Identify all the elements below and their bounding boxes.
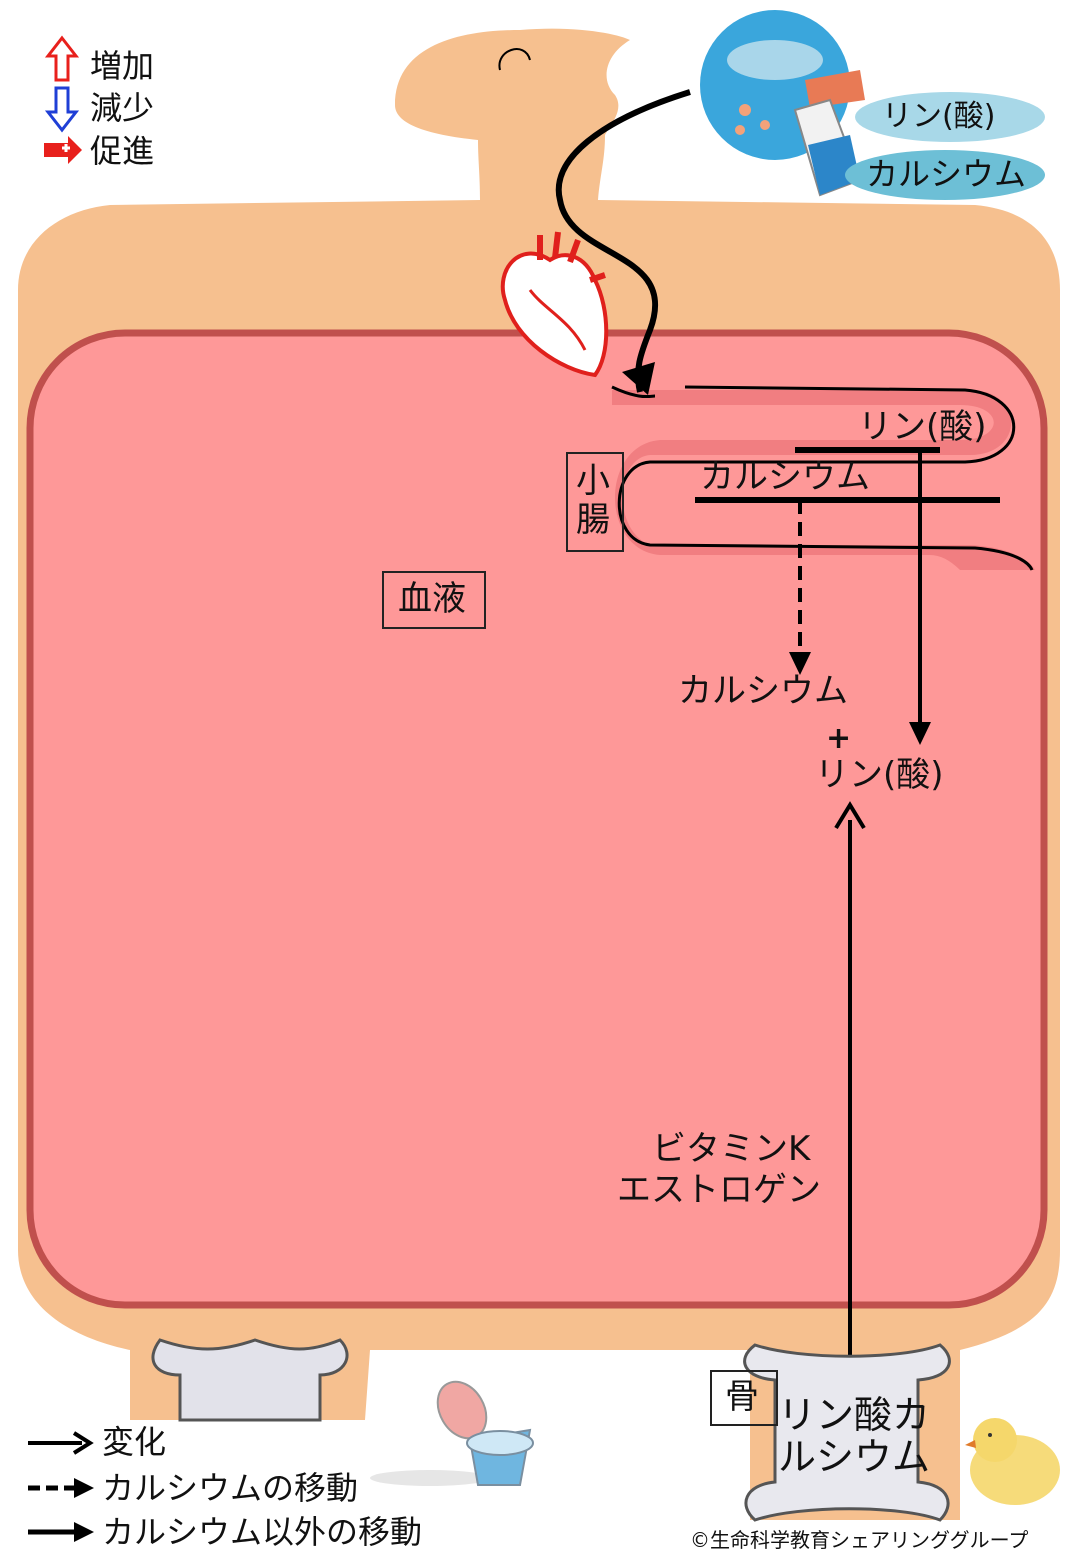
food-calcium-label: カルシウム — [866, 155, 1027, 193]
blood-label-box: 血液 — [382, 571, 486, 629]
bone-content-line1: リン酸カ — [778, 1393, 931, 1437]
vitamin-k-label: ビタミンK — [652, 1129, 811, 1169]
small-intestine-label-box: 小 腸 — [566, 452, 624, 552]
toilet-icon — [370, 1380, 534, 1486]
blood-phosphate-label: リン(酸) — [815, 755, 944, 795]
small-intestine-label: 小 腸 — [576, 461, 610, 541]
intestine-calcium-label: カルシウム — [700, 457, 870, 497]
estrogen-label: エストロゲン — [617, 1170, 821, 1210]
legend-decrease-label: 減少 — [90, 89, 155, 127]
mouth-mark — [498, 48, 531, 71]
blood-plus-sign: + — [826, 721, 852, 756]
legend-other-move-label: カルシウム以外の移動 — [102, 1513, 423, 1551]
legend-solid-arrow — [28, 1522, 94, 1542]
ingestion-arrowhead — [622, 362, 655, 395]
food-icon — [700, 10, 865, 197]
up-arrow-icon — [44, 35, 80, 82]
bone-shape — [743, 1343, 951, 1522]
food-phosphate-label: リン(酸) — [882, 99, 996, 134]
legend-double-arrow — [28, 1431, 94, 1455]
intestine-phosphate-label: リン(酸) — [858, 407, 987, 447]
legend-promote-label: 促進 — [90, 132, 155, 170]
blood-region — [26, 329, 1048, 1309]
copyright-text: ©生命科学教育シェアリンググループ — [690, 1528, 1029, 1552]
bone-label-box: 骨 — [710, 1370, 778, 1426]
small-intestine-shape — [611, 385, 1035, 571]
ingestion-arrow — [555, 89, 691, 393]
bone-label: 骨 — [725, 1377, 759, 1417]
legend-increase-label: 増加 — [90, 47, 155, 85]
left-bone-shape — [151, 1338, 349, 1422]
blood-calcium-label: カルシウム — [678, 671, 848, 711]
bone-content-line2: ルシウム — [778, 1435, 931, 1479]
chick-icon — [965, 1418, 1060, 1505]
heart-icon — [500, 231, 609, 378]
promote-arrow-icon — [44, 136, 82, 164]
legend-dashed-arrow — [28, 1478, 94, 1498]
food-calcium-ellipse — [845, 150, 1045, 200]
legend-calcium-move-label: カルシウムの移動 — [102, 1469, 359, 1507]
legend-change-label: 変化 — [102, 1423, 167, 1461]
food-phosphate-ellipse — [855, 92, 1045, 142]
blood-label: 血液 — [398, 579, 466, 619]
down-arrow-icon — [44, 86, 80, 133]
